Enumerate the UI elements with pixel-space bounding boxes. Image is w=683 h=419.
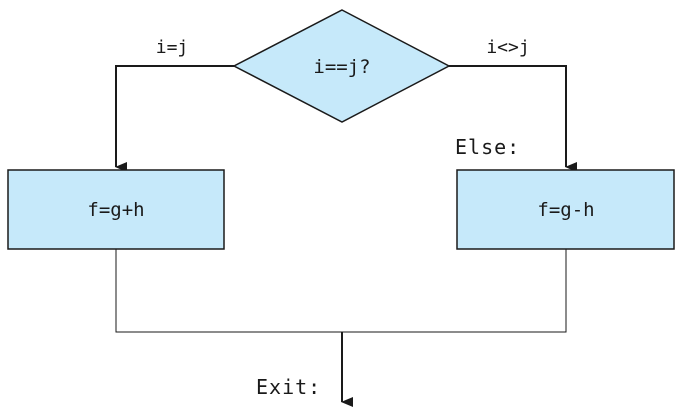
false-branch-edge xyxy=(449,65,577,172)
else-block xyxy=(456,169,675,250)
else-label: Else: xyxy=(455,135,520,159)
true-branch-edge xyxy=(115,65,234,172)
true-branch-label: i=j xyxy=(156,37,189,58)
then-block xyxy=(7,169,225,250)
then-block-text: f=g+h xyxy=(87,199,144,221)
false-branch-label: i<>j xyxy=(486,37,529,58)
decision-text: i==j? xyxy=(313,56,370,78)
merge-edge xyxy=(115,249,567,333)
else-block-text: f=g-h xyxy=(537,199,594,221)
exit-label: Exit: xyxy=(256,375,321,399)
decision-node xyxy=(232,9,451,123)
